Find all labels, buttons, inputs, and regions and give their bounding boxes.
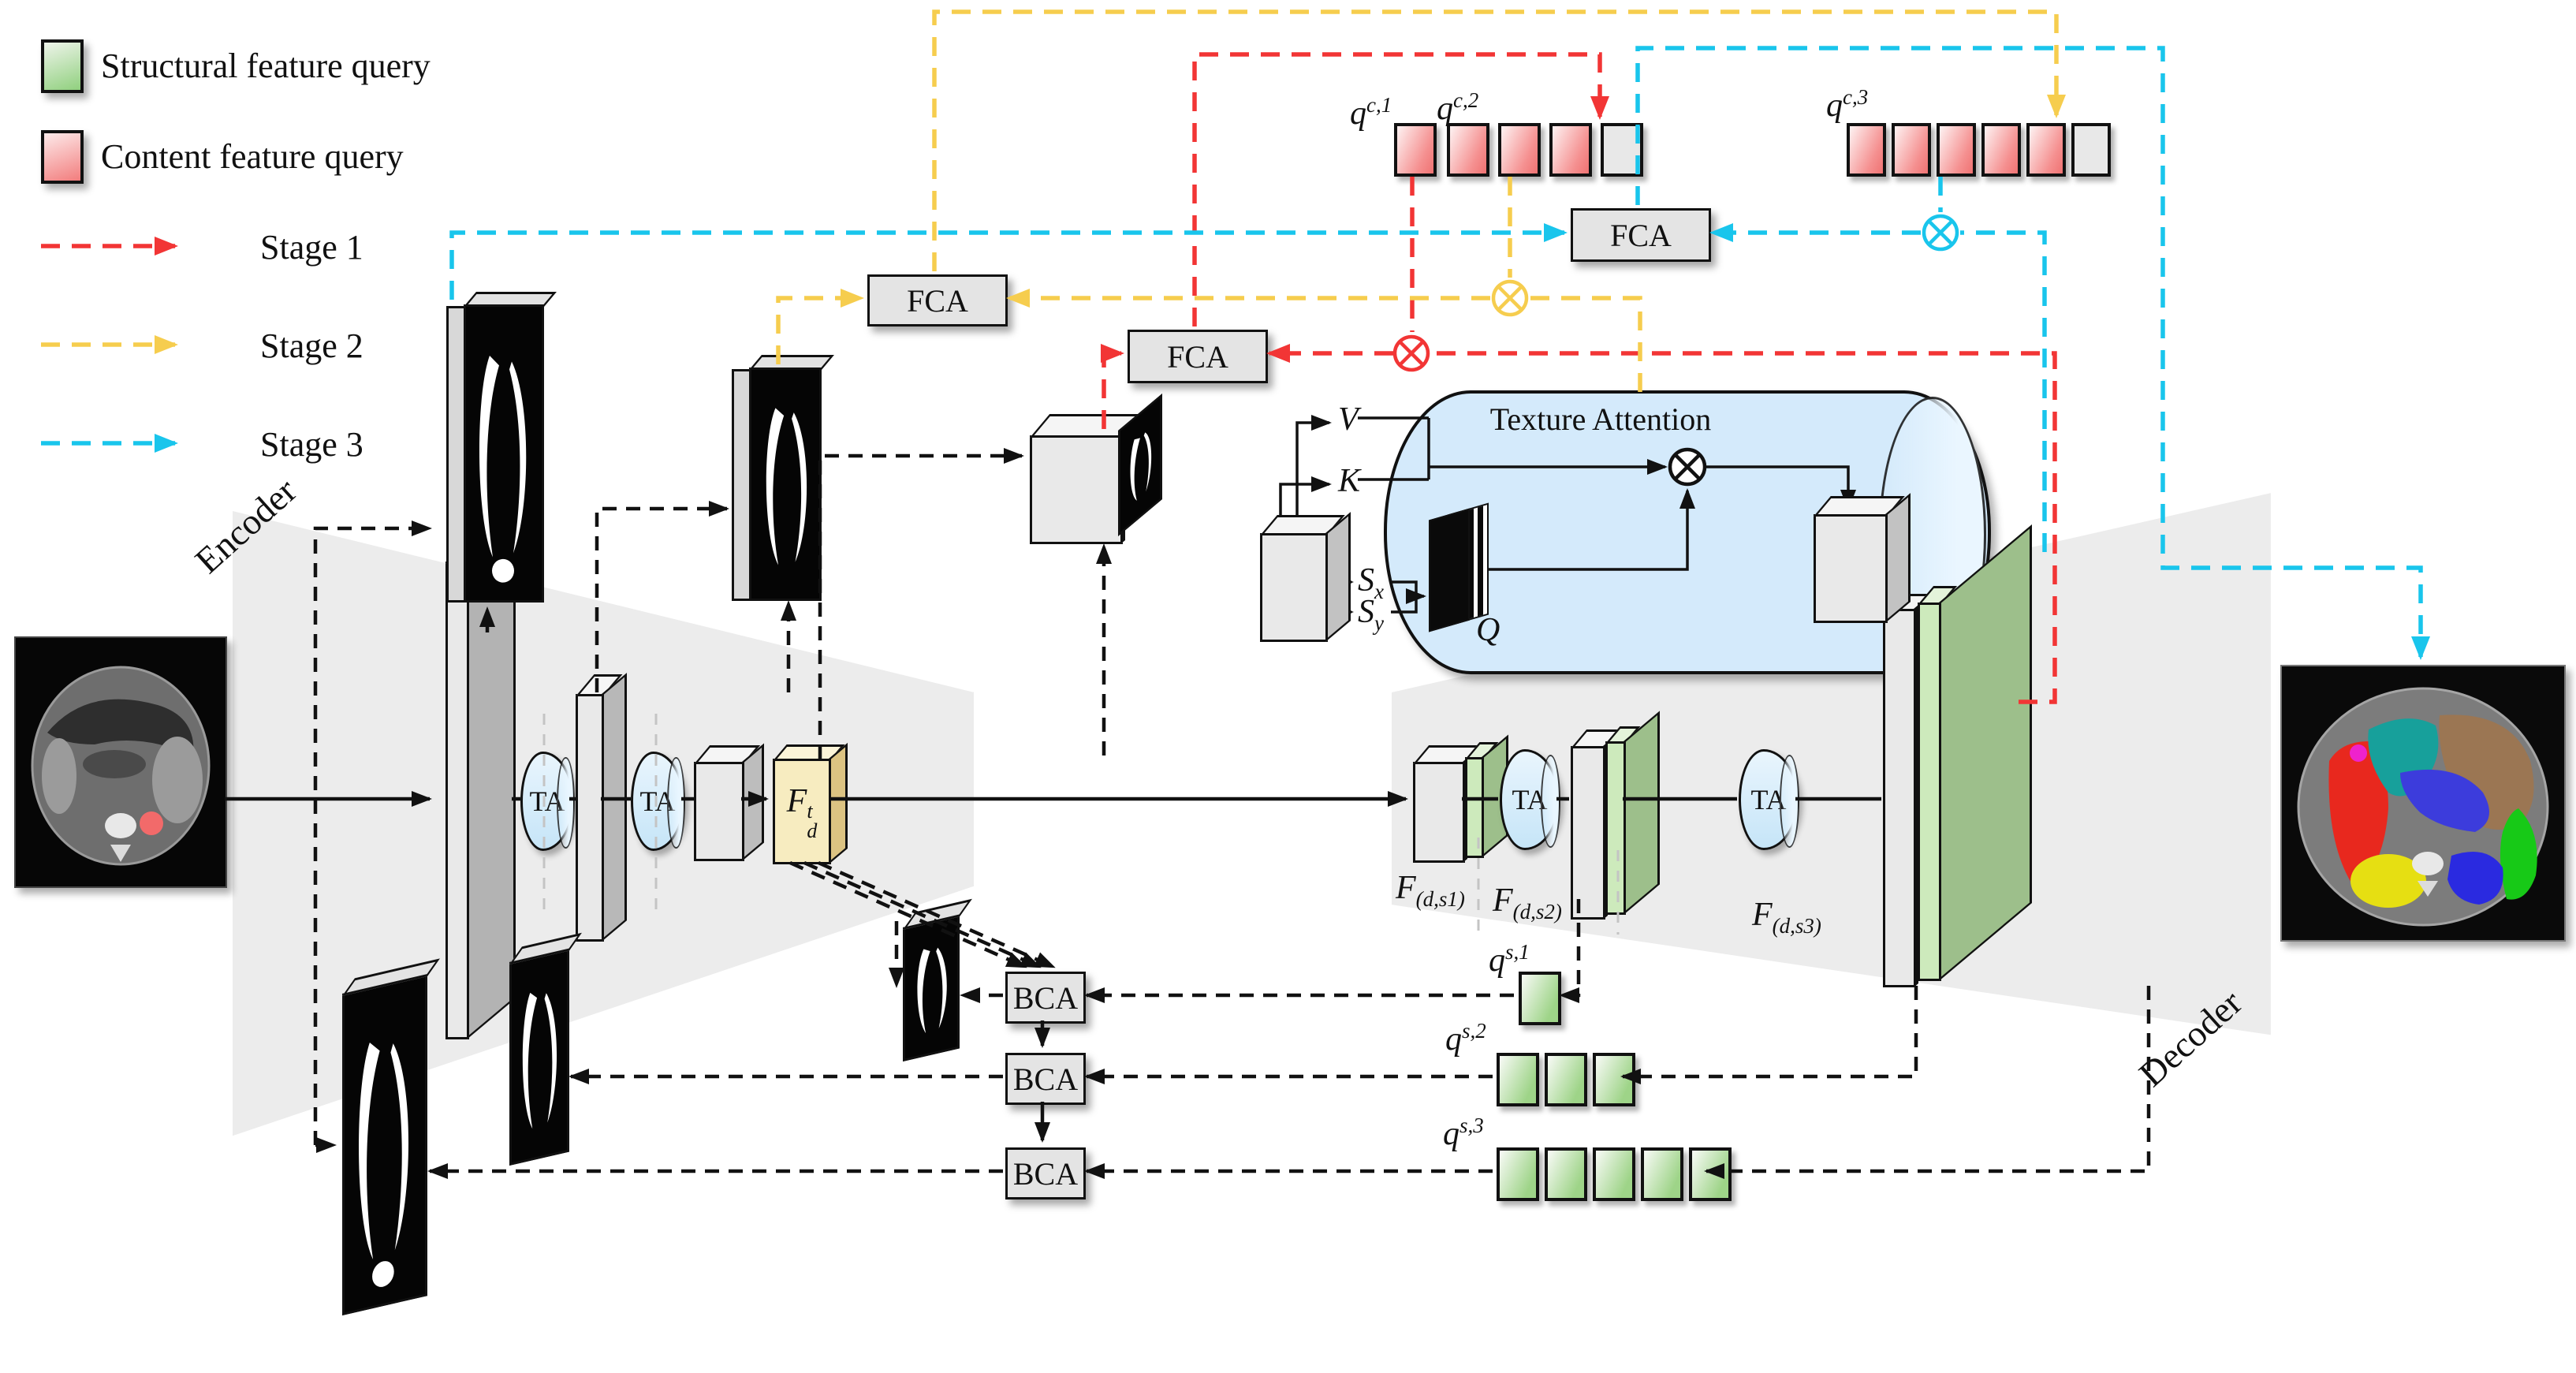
input-ct-image xyxy=(14,636,227,888)
legend-label-content: Content feature query xyxy=(101,137,404,176)
encoder-ta-block-1: TA xyxy=(520,752,575,851)
mask-cube-stage1 xyxy=(1030,435,1123,544)
fds2-label: F(d,s2) xyxy=(1493,882,1562,923)
decoder-to-qs3 xyxy=(1704,986,2151,1179)
qs1-token-row xyxy=(1519,972,1561,1025)
qc2-token-row xyxy=(1447,123,1643,177)
fca-stage1-box: FCA xyxy=(1128,330,1268,383)
red-query-token xyxy=(1549,123,1592,177)
green-query-token xyxy=(1545,1053,1587,1106)
red-query-token xyxy=(1498,123,1541,177)
green-query-token xyxy=(1689,1147,1732,1201)
ta-input-cube xyxy=(1260,533,1328,642)
output-segmentation-image xyxy=(2280,665,2566,942)
encoder-feature-slab-1 xyxy=(445,562,469,1039)
decoder-ta-block-1: TA xyxy=(1500,749,1560,850)
green-query-token xyxy=(1497,1147,1539,1201)
bca-box-2: BCA xyxy=(1005,1053,1086,1105)
red-query-token xyxy=(1847,123,1886,177)
fds3-label: F(d,s3) xyxy=(1752,897,1821,938)
green-query-token xyxy=(1593,1147,1635,1201)
green-query-token xyxy=(1593,1053,1635,1106)
fca-stage3-box: FCA xyxy=(1571,208,1711,262)
qc3-label: qc,3 xyxy=(1826,85,1869,124)
legend-label-stage1: Stage 1 xyxy=(260,228,363,267)
legend-swatch-content xyxy=(41,130,84,184)
red-query-token xyxy=(1447,123,1489,177)
qs3-token-row xyxy=(1497,1147,1732,1201)
decoder-stack2-gray xyxy=(1571,746,1605,920)
ta-feature-to-multiply-yellow xyxy=(1530,296,1642,392)
decoder-ta-block-2: TA xyxy=(1739,749,1799,850)
ta-label: TA xyxy=(1512,784,1548,815)
gray-query-token xyxy=(2071,123,2111,177)
fds1-label: F(d,s1) xyxy=(1396,870,1465,911)
fca-label: FCA xyxy=(907,282,968,319)
encoder-feature-slab-2 xyxy=(576,694,604,942)
legend-label-structural: Structural feature query xyxy=(101,47,431,85)
fca-stage2-box: FCA xyxy=(867,274,1008,326)
decoder-stack3-gray xyxy=(1883,609,1916,987)
fca-label: FCA xyxy=(1610,217,1672,253)
decoder-stack1-gray xyxy=(1413,762,1465,863)
red-query-token xyxy=(1937,123,1976,177)
mask3-to-fca3 xyxy=(449,223,1568,300)
encoder-feature-cube-3 xyxy=(694,762,744,861)
red-query-token xyxy=(1981,123,2021,177)
gray-query-token xyxy=(1601,123,1643,177)
green-query-token xyxy=(1519,972,1561,1025)
ta-sy-label: Sy xyxy=(1358,594,1384,635)
qc1-label: qc,1 xyxy=(1350,93,1392,132)
decoder-stack2-green xyxy=(1605,741,1626,915)
multiply-node-stage1 xyxy=(1392,334,1430,372)
multiply-node-stage2 xyxy=(1491,279,1529,317)
bca-label: BCA xyxy=(1012,1061,1079,1097)
texture-attention-title: Texture Attention xyxy=(1489,401,1712,437)
bca-label: BCA xyxy=(1012,1155,1079,1192)
legend-label-stage2: Stage 2 xyxy=(260,326,363,365)
mask-cube-stage1-face xyxy=(1118,394,1162,536)
qc1-token-row xyxy=(1394,123,1437,177)
ta-sx-label: Sx xyxy=(1358,562,1384,603)
qs2-token-row xyxy=(1497,1053,1635,1106)
bca-box-1: BCA xyxy=(1005,972,1086,1024)
red-query-token xyxy=(1394,123,1437,177)
fca-label: FCA xyxy=(1167,338,1228,375)
encoder-ta-block-2: TA xyxy=(631,752,685,851)
qs1-label: qs,1 xyxy=(1489,940,1530,979)
bca-label: BCA xyxy=(1012,979,1079,1016)
red-query-token xyxy=(2026,123,2066,177)
multiply-node-stage3 xyxy=(1922,214,1959,252)
ta-label: TA xyxy=(529,785,565,817)
qc2-label: qc,2 xyxy=(1437,88,1479,127)
fca1-to-qc2 xyxy=(1192,52,1609,326)
qs2-label: qs,2 xyxy=(1445,1019,1486,1058)
red-query-token xyxy=(1892,123,1931,177)
ta-k-label: K xyxy=(1338,463,1361,499)
ta-label: TA xyxy=(1750,784,1787,815)
bca-box-3: BCA xyxy=(1005,1147,1086,1200)
ta-q-plane-front xyxy=(1429,508,1470,632)
decoder-stack1-green xyxy=(1465,757,1484,858)
qs3-label: qs,3 xyxy=(1443,1114,1484,1152)
ta-v-label: V xyxy=(1338,401,1359,438)
green-query-token xyxy=(1545,1147,1587,1201)
green-query-token xyxy=(1497,1053,1539,1106)
qc3-token-row xyxy=(1847,123,2111,177)
decoder-stack3-green xyxy=(1918,603,1941,981)
legend-swatch-structural xyxy=(41,39,84,93)
ta-label: TA xyxy=(639,785,676,817)
legend-label-stage3: Stage 3 xyxy=(260,425,363,464)
ta-q-label: Q xyxy=(1476,612,1500,648)
green-query-token xyxy=(1641,1147,1683,1201)
ta-output-cube xyxy=(1814,514,1888,623)
